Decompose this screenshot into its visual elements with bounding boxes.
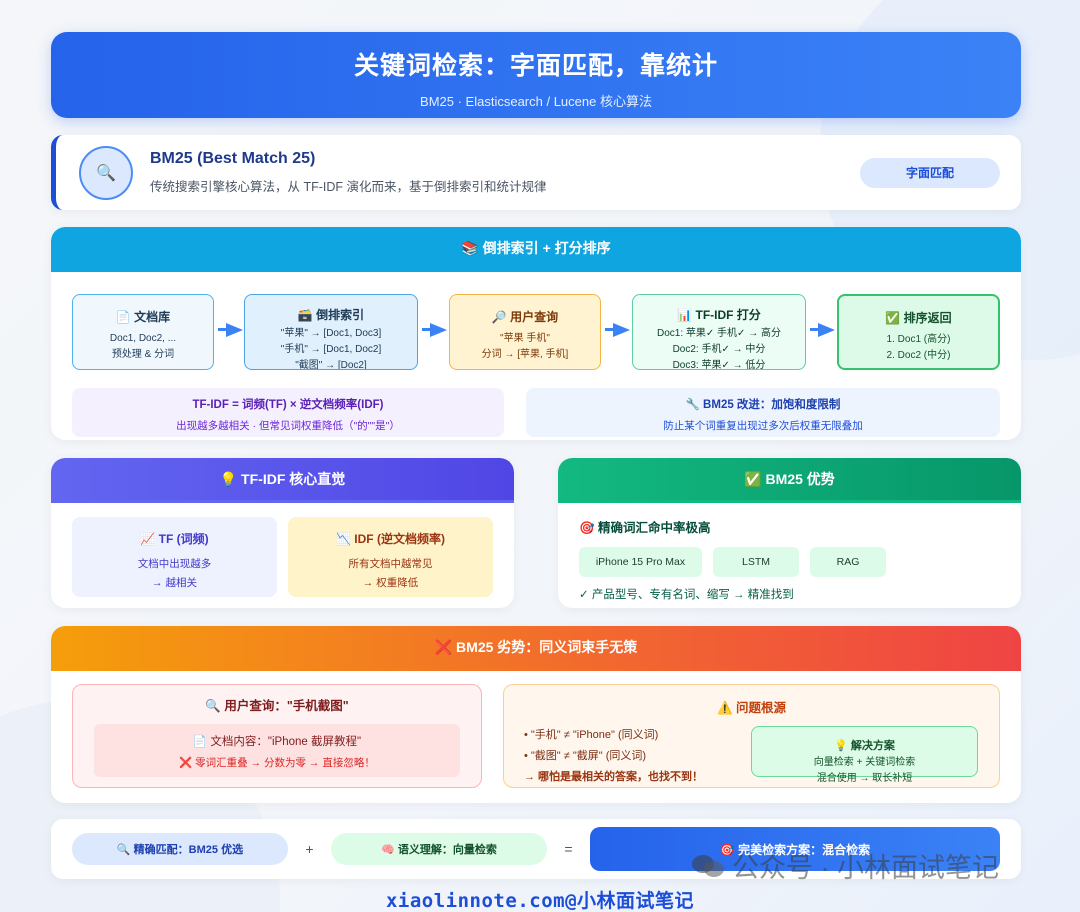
- file-box-icon: 🗃️: [297, 308, 313, 322]
- tfidf-intuition-section: 💡 TF-IDF 核心直觉 📈 TF (词频) 文档中出现越多→ 越相关 📉 I…: [51, 458, 514, 608]
- advantage-title: 🎯 精确词汇命中率极高: [579, 521, 711, 535]
- magnifier-icon: 🔍: [79, 145, 133, 200]
- bar-chart-icon: 📊: [677, 308, 693, 322]
- flow-node-inverted-index: 🗃️ 倒排索引 "苹果" → [Doc1, Doc3] "手机" → [Doc1…: [244, 294, 418, 370]
- wechat-watermark: 公众号 · 小林面试笔记: [692, 846, 999, 885]
- inverted-index-section: 📚 倒排索引 + 打分排序 📄 文档库 Doc1, Doc2, ... 预处理 …: [51, 227, 1021, 440]
- section-header: ✅ BM25 优势: [558, 458, 1021, 500]
- flow-node-user-query: 🔎 用户查询 "苹果 手机" 分词 → [苹果, 手机]: [449, 294, 601, 370]
- equals-operator: =: [564, 841, 573, 857]
- section-header: 💡 TF-IDF 核心直觉: [51, 458, 514, 500]
- example-tag: iPhone 15 Pro Max: [579, 547, 702, 577]
- intro-title: BM25 (Best Match 25): [150, 150, 316, 167]
- flow-node-ranked-results: ✅ 排序返回 1. Doc1 (高分) 2. Doc2 (中分): [837, 294, 1000, 370]
- plus-operator: +: [305, 841, 314, 857]
- header-divider: [51, 269, 1021, 272]
- hybrid-search-result: 🎯 完美检索方案：混合检索: [590, 827, 1000, 871]
- wechat-icon: [692, 853, 726, 879]
- header-divider: [51, 668, 1021, 671]
- example-tag: RAG: [810, 547, 886, 577]
- solution-card: 💡 解决方案 向量检索 + 关键词检索 混合使用 → 取长补短: [751, 726, 978, 784]
- vector-semantic-pill: 🧠 语义理解：向量检索: [331, 833, 547, 865]
- header-divider: [51, 500, 514, 503]
- bm25-advantages-section: ✅ BM25 优势 🎯 精确词汇命中率极高 iPhone 15 Pro Max …: [558, 458, 1021, 608]
- summary-bar: 🔍 精确匹配：BM25 优选 + 🧠 语义理解：向量检索 = 🎯 完美检索方案：…: [51, 819, 1021, 879]
- intro-description: 传统搜索引擎核心算法，从 TF-IDF 演化而来，基于倒排索引和统计规律: [150, 180, 547, 194]
- page-subtitle: BM25 · Elasticsearch / Lucene 核心算法: [420, 94, 652, 109]
- pipeline-flow: 📄 文档库 Doc1, Doc2, ... 预处理 & 分词 🗃️ 倒排索引 "…: [51, 294, 1021, 384]
- bm25-exact-match-pill: 🔍 精确匹配：BM25 优选: [72, 833, 288, 865]
- header-divider: [558, 500, 1021, 503]
- root-cause-card: ⚠️ 问题根源 • "手机" ≠ "iPhone" (同义词) • "截图" ≠…: [503, 684, 1000, 788]
- advantage-footer: ✓ 产品型号、专有名词、缩写 → 精准找到: [579, 589, 794, 601]
- tf-card: 📈 TF (词频) 文档中出现越多→ 越相关: [72, 517, 277, 597]
- section-header: ❌ BM25 劣势：同义词束手无策: [51, 626, 1021, 668]
- document-icon: 📄: [115, 310, 131, 324]
- footer-brand: xiaolinnote.com@小林面试笔记: [385, 890, 695, 912]
- arrow-right-icon: [605, 323, 631, 337]
- search-icon: 🔎: [491, 310, 507, 324]
- arrow-right-icon: [810, 323, 836, 337]
- page-title: 关键词检索：字面匹配，靠统计: [353, 52, 718, 80]
- idf-card: 📉 IDF (逆文档频率) 所有文档中越常见→ 权重降低: [288, 517, 493, 597]
- section-header: 📚 倒排索引 + 打分排序: [51, 227, 1021, 269]
- bm25-improvement-note: 🔧 BM25 改进：加饱和度限制 防止某个词重复出现过多次后权重无限叠加: [526, 388, 1000, 437]
- arrow-right-icon: [422, 323, 448, 337]
- bm25-intro-card: 🔍 BM25 (Best Match 25) 传统搜索引擎核心算法，从 TF-I…: [51, 135, 1021, 210]
- arrow-right-icon: [218, 323, 244, 337]
- flow-node-tfidf-scoring: 📊 TF-IDF 打分 Doc1: 苹果✓ 手机✓ → 高分 Doc2: 手机✓…: [632, 294, 806, 370]
- page-header: 关键词检索：字面匹配，靠统计 BM25 · Elasticsearch / Lu…: [51, 32, 1021, 118]
- tfidf-formula-note: TF-IDF = 词频(TF) × 逆文档频率(IDF) 出现越多越相关 · 但…: [72, 388, 504, 437]
- flow-node-document-store: 📄 文档库 Doc1, Doc2, ... 预处理 & 分词: [72, 294, 214, 370]
- bm25-weakness-section: ❌ BM25 劣势：同义词束手无策 🔍 用户查询："手机截图" 📄 文档内容："…: [51, 626, 1021, 803]
- literal-match-badge: 字面匹配: [860, 157, 1000, 188]
- check-icon: ✅: [885, 311, 901, 325]
- example-tag: LSTM: [713, 547, 799, 577]
- synonym-failure-example: 🔍 用户查询："手机截图" 📄 文档内容："iPhone 截屏教程" ❌ 零词汇…: [72, 684, 482, 788]
